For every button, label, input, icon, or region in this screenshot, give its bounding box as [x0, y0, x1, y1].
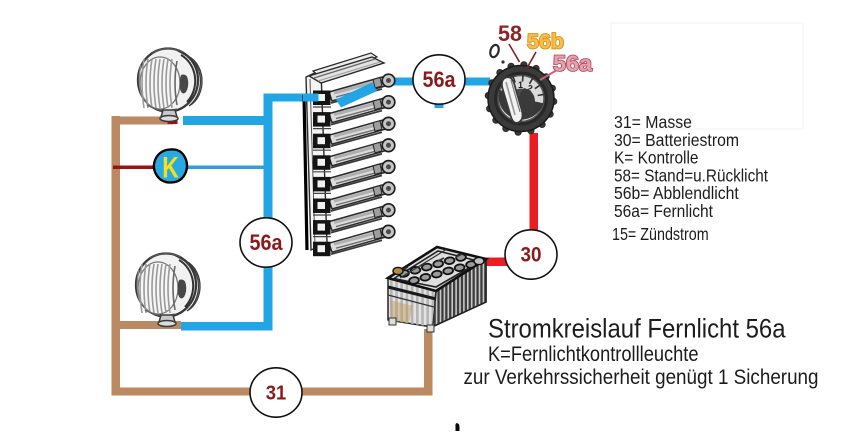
svg-text:58: 58	[498, 21, 522, 46]
svg-text:2: 2	[526, 83, 534, 94]
svg-text:56a: 56a	[553, 51, 593, 76]
svg-text:15= Zündstrom: 15= Zündstrom	[612, 224, 709, 244]
svg-text:K= Kontrolle: K= Kontrolle	[614, 148, 699, 168]
svg-text:56b: 56b	[527, 31, 564, 54]
svg-text:K=Fernlichtkontrollleuchte: K=Fernlichtkontrollleuchte	[488, 343, 699, 366]
svg-text:30= Batteriestrom: 30= Batteriestrom	[614, 130, 739, 150]
svg-text:Stromkreislauf Fernlicht 56a: Stromkreislauf Fernlicht 56a	[488, 314, 786, 344]
svg-text:31= Masse: 31= Masse	[614, 112, 692, 132]
svg-text:31: 31	[266, 382, 287, 405]
svg-text:56b= Abblendlicht: 56b= Abblendlicht	[614, 183, 739, 203]
svg-text:56a= Fernlicht: 56a= Fernlicht	[614, 201, 713, 221]
svg-text:56a: 56a	[250, 230, 284, 255]
svg-text:30: 30	[521, 244, 542, 267]
svg-text:56a: 56a	[423, 67, 457, 92]
svg-text:K: K	[162, 152, 179, 185]
svg-text:zur Verkehrssicherheit genügt: zur Verkehrssicherheit genügt 1 Sicherun…	[464, 365, 819, 389]
svg-text:1: 1	[518, 80, 523, 90]
svg-text:58= Stand=u.Rücklicht: 58= Stand=u.Rücklicht	[614, 166, 768, 186]
